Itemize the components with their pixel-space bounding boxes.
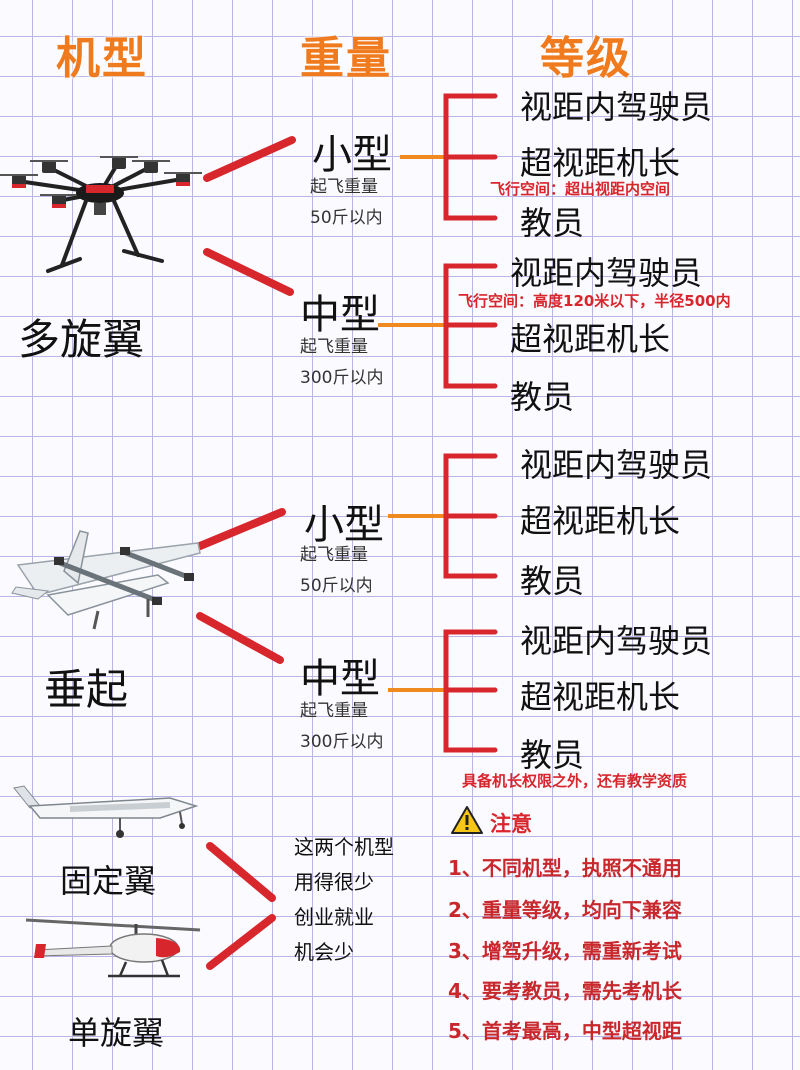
weight-caption-medium-vtol: 起飞重量 xyxy=(300,701,368,721)
note-instructor-qualification: 具备机长权限之外，还有教学资质 xyxy=(462,772,688,790)
type-label-vtol: 垂起 xyxy=(44,665,129,714)
notice-title: 注意 xyxy=(490,812,532,836)
rare-types-desc-line2: 用得很少 xyxy=(294,870,374,894)
level-bvlos-captain: 超视距机长 xyxy=(520,144,681,182)
level-vlos-pilot: 视距内驾驶员 xyxy=(510,254,703,292)
level-bvlos-captain: 超视距机长 xyxy=(510,320,671,358)
level-instructor: 教员 xyxy=(520,736,585,774)
rare-types-desc-line3: 创业就业 xyxy=(294,905,374,929)
vtol-drone-image xyxy=(11,530,201,630)
warning-icon xyxy=(451,806,483,834)
rare-types-desc-line1: 这两个机型 xyxy=(294,835,394,859)
size-small-vtol: 小型 xyxy=(304,502,384,548)
notice-item-1: 1、不同机型，执照不通用 xyxy=(448,856,682,880)
weight-limit-medium-multirotor: 300斤以内 xyxy=(300,368,384,388)
level-instructor: 教员 xyxy=(520,204,585,242)
level-bvlos-captain: 超视距机长 xyxy=(520,502,681,540)
level-vlos-pilot: 视距内驾驶员 xyxy=(520,446,713,484)
weight-caption-medium-multirotor: 起飞重量 xyxy=(300,337,368,357)
note-flight-space-small: 飞行空间：超出视距内空间 xyxy=(490,180,671,198)
header-model: 机型 xyxy=(56,33,148,84)
fixed-wing-drone-image xyxy=(13,785,199,838)
level-vlos-pilot: 视距内驾驶员 xyxy=(520,88,713,126)
weight-limit-small-multirotor: 50斤以内 xyxy=(310,208,383,228)
level-instructor: 教员 xyxy=(510,378,575,416)
level-vlos-pilot: 视距内驾驶员 xyxy=(520,622,713,660)
weight-caption-small-vtol: 起飞重量 xyxy=(300,545,368,565)
level-bvlos-captain: 超视距机长 xyxy=(520,678,681,716)
header-level: 等级 xyxy=(540,33,632,84)
size-medium-multirotor: 中型 xyxy=(300,292,380,338)
size-small-multirotor: 小型 xyxy=(312,132,392,178)
hexacopter-drone-image xyxy=(0,156,202,273)
level-instructor: 教员 xyxy=(520,562,585,600)
weight-limit-small-vtol: 50斤以内 xyxy=(300,576,373,596)
rare-types-desc-line4: 机会少 xyxy=(294,940,354,964)
note-flight-space-medium: 飞行空间：高度120米以下，半径500内 xyxy=(458,292,731,310)
notice-item-4: 4、要考教员，需先考机长 xyxy=(448,979,682,1003)
weight-limit-medium-vtol: 300斤以内 xyxy=(300,732,384,752)
size-medium-vtol: 中型 xyxy=(300,656,380,702)
notice-item-3: 3、增驾升级，需重新考试 xyxy=(448,939,682,963)
type-label-fixed-wing: 固定翼 xyxy=(60,862,157,900)
unmanned-helicopter-image xyxy=(25,918,201,978)
notice-item-5: 5、首考最高，中型超视距 xyxy=(448,1019,682,1043)
type-label-multirotor: 多旋翼 xyxy=(18,315,145,364)
weight-caption-small-multirotor: 起飞重量 xyxy=(310,177,378,197)
type-label-single-rotor: 单旋翼 xyxy=(68,1014,165,1052)
header-weight: 重量 xyxy=(300,33,392,84)
notice-item-2: 2、重量等级，均向下兼容 xyxy=(448,898,682,922)
